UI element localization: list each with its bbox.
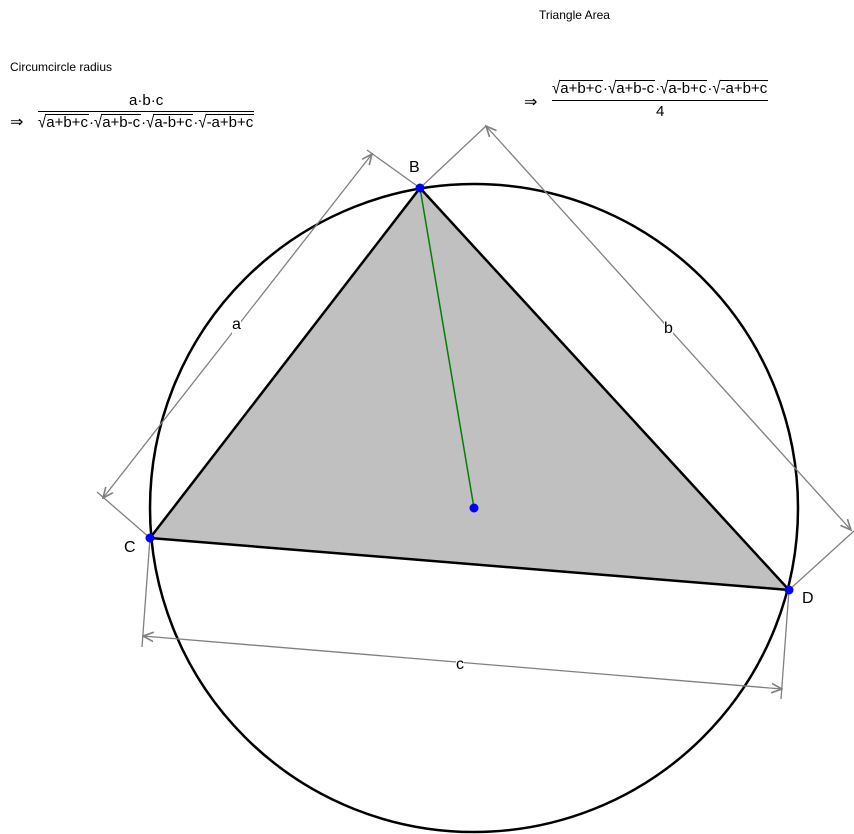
radius-denominator: √a+b+c·√a+b-c·√a-b+c·√-a+b+c (38, 111, 255, 133)
circumcircle-title: Circumcircle radius (10, 60, 113, 74)
label-side-c: c (456, 656, 464, 674)
area-fraction: √a+b+c·√a+b-c·√a-b+c·√-a+b+c 4 (552, 78, 769, 120)
radius-line (419, 187, 475, 509)
area-title: Triangle Area (539, 8, 610, 22)
label-point-b: B (409, 159, 420, 176)
label-point-d: D (802, 590, 814, 607)
point-c[interactable] (145, 533, 155, 543)
circumcenter-point[interactable] (469, 503, 479, 513)
radius-numerator: a·b·c (129, 92, 164, 109)
radius-fraction: a·b·c √a+b+c·√a+b-c·√a-b+c·√-a+b+c (38, 92, 255, 133)
label-point-c: C (124, 539, 136, 556)
implies-arrow: ⇒ (10, 114, 24, 131)
point-d[interactable] (784, 585, 794, 595)
area-numerator: √a+b+c·√a+b-c·√a-b+c·√-a+b+c (552, 78, 769, 99)
point-b[interactable] (415, 183, 425, 193)
label-side-b: b (664, 320, 673, 338)
triangle (148, 186, 791, 592)
label-side-a: a (232, 316, 241, 334)
area-denominator: 4 (552, 100, 769, 120)
implies-arrow: ⇒ (524, 94, 538, 111)
